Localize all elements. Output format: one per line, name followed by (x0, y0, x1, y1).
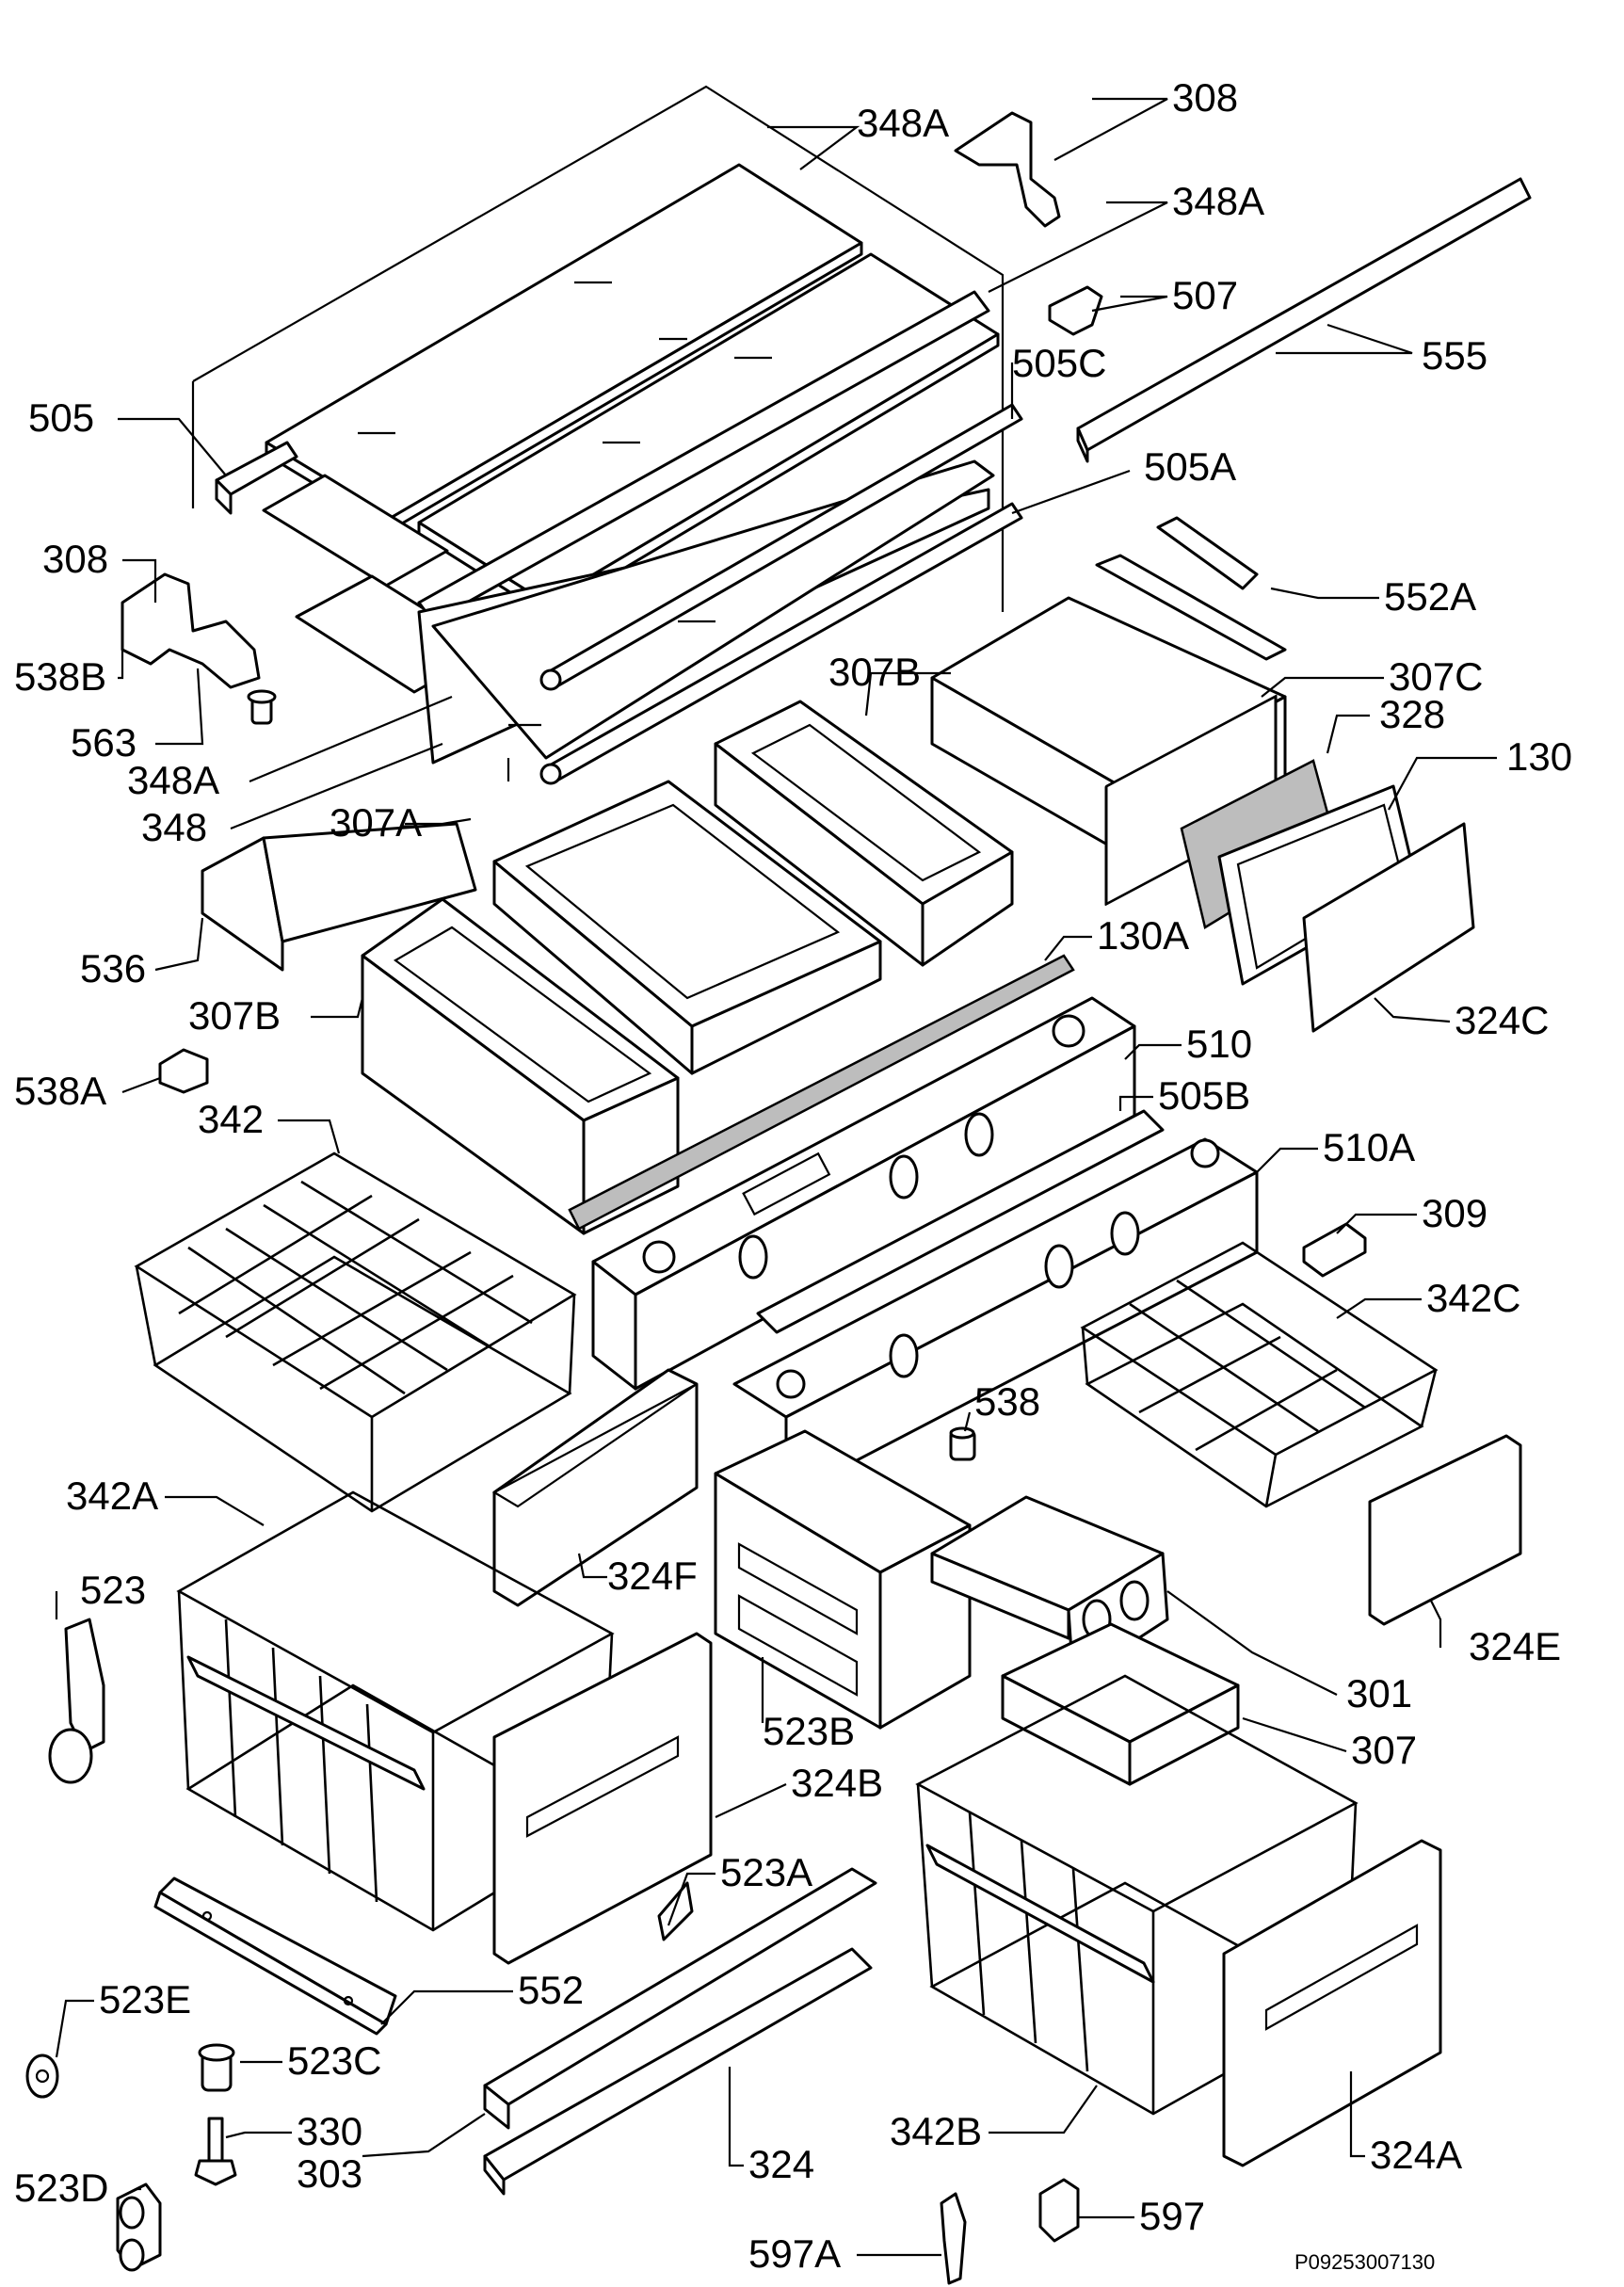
label-538: 538 (974, 1379, 1040, 1424)
part-538a (158, 1048, 209, 1094)
ice-tray-301 (930, 1495, 1169, 1683)
label-555: 555 (1422, 333, 1487, 378)
panel-510a (732, 1137, 1259, 1499)
label-507: 507 (1172, 273, 1238, 317)
rail-505 (215, 441, 298, 515)
label-324b: 324B (791, 1761, 883, 1805)
label-130: 130 (1506, 734, 1572, 779)
label-505: 505 (28, 395, 94, 440)
slide-rail-303 (483, 1867, 877, 2130)
label-563: 563 (71, 720, 137, 765)
rail-552a (1095, 516, 1287, 661)
label-505a: 505A (1144, 444, 1236, 489)
label-538a: 538A (14, 1069, 106, 1113)
label-328: 328 (1379, 692, 1445, 736)
strip-505b (756, 1109, 1165, 1334)
label-307b-top: 307B (828, 650, 921, 694)
label-342a: 342A (66, 1474, 158, 1518)
part-labels: 348A 308 348A 507 555 505C 505 505A 308 … (14, 75, 1572, 2276)
slide-rail-324 (483, 1947, 873, 2196)
label-307: 307 (1351, 1728, 1417, 1772)
label-536: 536 (80, 946, 146, 990)
leader-lines (55, 97, 1497, 2257)
part-523e (25, 2053, 59, 2099)
cover-324a (1222, 1839, 1442, 2167)
cover-324f (491, 1368, 699, 1607)
tray-307b-lower (361, 897, 680, 1235)
label-130a: 130A (1097, 913, 1189, 958)
cover-324e (1368, 1434, 1522, 1626)
label-324a: 324A (1370, 2133, 1462, 2177)
label-308-left: 308 (42, 537, 108, 581)
label-348a-top: 348A (857, 101, 949, 145)
label-505b: 505B (1158, 1073, 1250, 1118)
hinge-308-top (954, 111, 1061, 228)
label-523c: 523C (287, 2038, 381, 2083)
basket-342c (1080, 1241, 1439, 1508)
screw-563 (247, 689, 277, 725)
bracket-536 (201, 822, 477, 972)
label-342: 342 (198, 1097, 264, 1141)
label-309: 309 (1422, 1191, 1487, 1235)
basket-342 (134, 1152, 577, 1513)
cabinet-outline (191, 85, 1005, 781)
label-342b: 342B (890, 2109, 982, 2153)
label-342c: 342C (1426, 1276, 1520, 1320)
label-523d: 523D (14, 2166, 108, 2210)
label-348: 348 (141, 805, 207, 849)
label-348a-low: 348A (127, 758, 219, 802)
box-307 (1001, 1622, 1240, 1786)
label-324: 324 (748, 2142, 814, 2186)
label-538b: 538B (14, 654, 106, 699)
tray-307b-upper (714, 700, 1014, 967)
label-308-top: 308 (1172, 75, 1238, 120)
label-307a: 307A (330, 800, 422, 845)
label-301: 301 (1346, 1671, 1412, 1715)
label-597a: 597A (748, 2231, 841, 2276)
label-510: 510 (1186, 1022, 1252, 1066)
bracket-523 (48, 1618, 105, 1784)
drawing-number: P09253007130 (1294, 2250, 1435, 2274)
label-324f: 324F (607, 1554, 698, 1598)
label-597: 597 (1139, 2194, 1205, 2238)
label-303: 303 (297, 2151, 362, 2196)
label-307b-low: 307B (188, 993, 281, 1038)
label-523: 523 (80, 1568, 146, 1612)
part-597a (940, 2192, 967, 2285)
strip-130a (568, 954, 1075, 1231)
crisper-307c (930, 596, 1287, 906)
screw-330 (194, 2117, 237, 2186)
basket-342b (915, 1674, 1359, 2116)
part-523c (198, 2043, 235, 2092)
rail-552 (153, 1876, 397, 2036)
part-309 (1302, 1222, 1367, 1278)
label-505c: 505C (1012, 341, 1106, 385)
clip-507 (1048, 285, 1103, 336)
label-307c: 307C (1389, 654, 1483, 699)
label-523e: 523E (99, 1977, 191, 2021)
label-330: 330 (297, 2109, 362, 2153)
tray-307a (492, 780, 882, 1075)
label-324e: 324E (1469, 1624, 1561, 1668)
part-538 (949, 1426, 976, 1461)
part-523d (116, 2182, 162, 2272)
cover-324c (1302, 822, 1475, 1033)
label-552a: 552A (1384, 574, 1476, 619)
glass-shelf-348a-low (417, 290, 995, 765)
rail-505a (539, 502, 1023, 785)
label-510a: 510A (1323, 1125, 1415, 1169)
part-597 (1038, 2178, 1080, 2243)
label-552: 552 (518, 1968, 584, 2012)
label-348a-mid: 348A (1172, 179, 1264, 223)
bar-555 (1076, 177, 1532, 463)
rail-505c (539, 403, 1023, 691)
label-324c: 324C (1455, 998, 1549, 1042)
label-523b: 523B (763, 1709, 855, 1753)
hinge-308-left (121, 572, 261, 689)
cover-324b (492, 1632, 713, 1965)
panel-510 (591, 996, 1136, 1391)
label-523a: 523A (720, 1850, 812, 1894)
